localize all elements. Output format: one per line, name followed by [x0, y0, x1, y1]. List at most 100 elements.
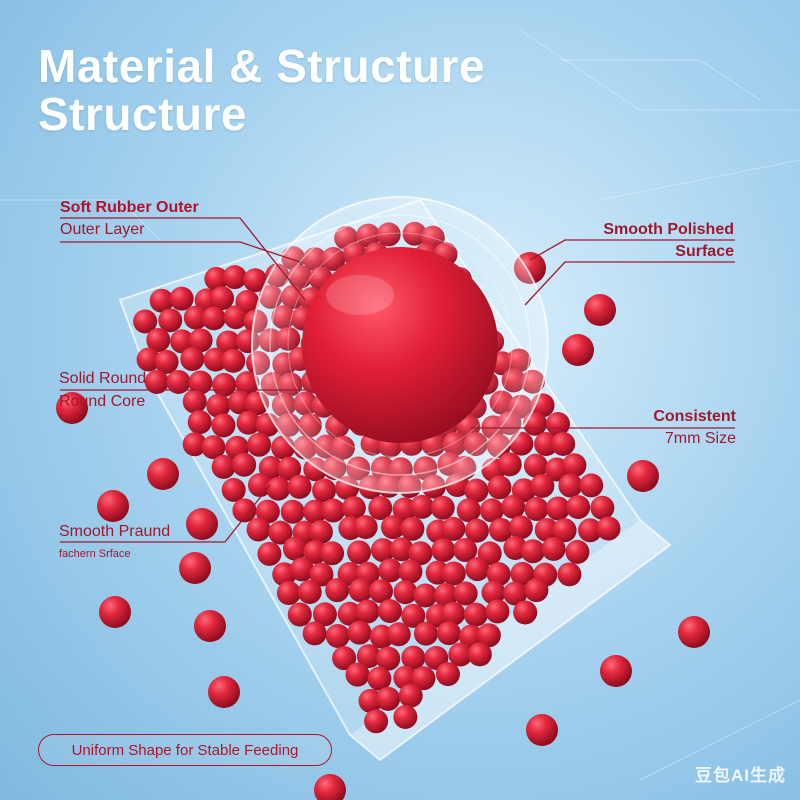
red-ball — [223, 305, 248, 330]
red-ball — [255, 499, 280, 524]
red-ball — [488, 517, 513, 542]
red-ball — [401, 603, 426, 628]
red-ball — [133, 309, 158, 334]
red-ball — [393, 580, 418, 605]
red-ball — [325, 623, 350, 648]
red-ball — [464, 478, 489, 503]
red-ball — [513, 600, 538, 625]
callout-smooth-polished-line1: Smooth Polished — [603, 221, 734, 238]
red-ball — [221, 348, 246, 373]
red-ball — [188, 328, 213, 353]
callout-consistent-line2: 7mm Size — [664, 430, 736, 447]
red-ball — [476, 623, 501, 648]
red-ball — [465, 557, 490, 582]
red-ball — [409, 494, 434, 519]
red-ball — [393, 704, 418, 729]
red-ball — [627, 460, 659, 492]
red-ball — [436, 621, 461, 646]
red-ball — [376, 686, 401, 711]
red-ball — [508, 515, 533, 540]
red-ball — [401, 645, 426, 670]
red-ball — [356, 644, 381, 669]
red-ball — [182, 389, 207, 414]
red-ball — [552, 518, 577, 543]
red-ball — [204, 266, 229, 291]
callout-smooth-pattern-sub: fachern Srface — [59, 548, 131, 560]
red-ball — [216, 330, 241, 355]
red-ball — [280, 499, 305, 524]
red-ball — [558, 473, 583, 498]
red-ball — [221, 477, 246, 502]
callout-soft-rubber: Soft Rubber Outer Outer Layer — [60, 198, 199, 240]
red-ball — [208, 676, 240, 708]
red-ball — [211, 413, 236, 438]
red-ball — [308, 519, 333, 544]
red-ball — [166, 369, 191, 394]
red-ball — [348, 578, 373, 603]
red-ball — [398, 559, 423, 584]
red-ball — [236, 410, 261, 435]
red-ball — [386, 622, 411, 647]
red-ball — [97, 490, 129, 522]
red-ball — [398, 683, 423, 708]
red-ball — [368, 579, 393, 604]
red-ball — [186, 508, 218, 540]
callout-smooth-pattern-heading: Smooth Praund — [59, 523, 171, 540]
red-ball — [243, 268, 268, 293]
feeding-badge-label: Uniform Shape for Stable Feeding — [71, 741, 299, 759]
red-ball — [312, 478, 337, 503]
red-ball — [464, 518, 489, 543]
red-ball — [147, 458, 179, 490]
red-ball — [179, 552, 211, 584]
red-ball — [276, 581, 301, 606]
red-ball — [430, 495, 455, 520]
red-ball — [380, 515, 405, 540]
red-ball — [562, 334, 594, 366]
red-ball — [578, 518, 603, 543]
callout-consistent-line1: Consistent — [653, 408, 736, 425]
red-ball — [201, 435, 226, 460]
red-ball — [481, 580, 506, 605]
red-ball — [277, 456, 302, 481]
red-ball — [303, 499, 328, 524]
hero-ball — [302, 247, 498, 443]
red-ball — [228, 390, 253, 415]
red-ball — [590, 495, 615, 520]
red-ball — [566, 495, 591, 520]
red-ball — [345, 662, 370, 687]
red-ball — [534, 517, 559, 542]
red-ball — [312, 602, 337, 627]
red-ball — [557, 562, 582, 587]
red-ball — [347, 620, 372, 645]
red-ball — [169, 286, 194, 311]
red-ball — [545, 412, 570, 437]
red-ball — [411, 666, 436, 691]
red-ball — [347, 540, 372, 565]
red-ball — [353, 515, 378, 540]
red-ball — [268, 520, 293, 545]
callout-solid-round-heading: Solid Round — [59, 370, 147, 387]
red-ball — [579, 473, 604, 498]
red-ball — [524, 578, 549, 603]
red-ball — [136, 347, 161, 372]
red-ball — [332, 646, 357, 671]
red-ball — [203, 347, 228, 372]
red-ball — [435, 662, 460, 687]
red-ball — [459, 624, 484, 649]
red-ball — [456, 498, 481, 523]
red-ball — [246, 517, 271, 542]
red-ball — [158, 308, 183, 333]
red-ball — [144, 369, 169, 394]
title-line-1: Material & Structure — [38, 40, 486, 92]
red-ball — [287, 474, 312, 499]
red-ball — [678, 616, 710, 648]
red-ball — [584, 294, 616, 326]
callout-smooth-polished: Smooth Polished Surface — [603, 220, 734, 262]
red-ball — [355, 599, 380, 624]
red-ball — [211, 454, 236, 479]
red-ball — [297, 580, 322, 605]
red-ball — [546, 496, 571, 521]
red-ball — [389, 537, 414, 562]
red-ball — [378, 558, 403, 583]
